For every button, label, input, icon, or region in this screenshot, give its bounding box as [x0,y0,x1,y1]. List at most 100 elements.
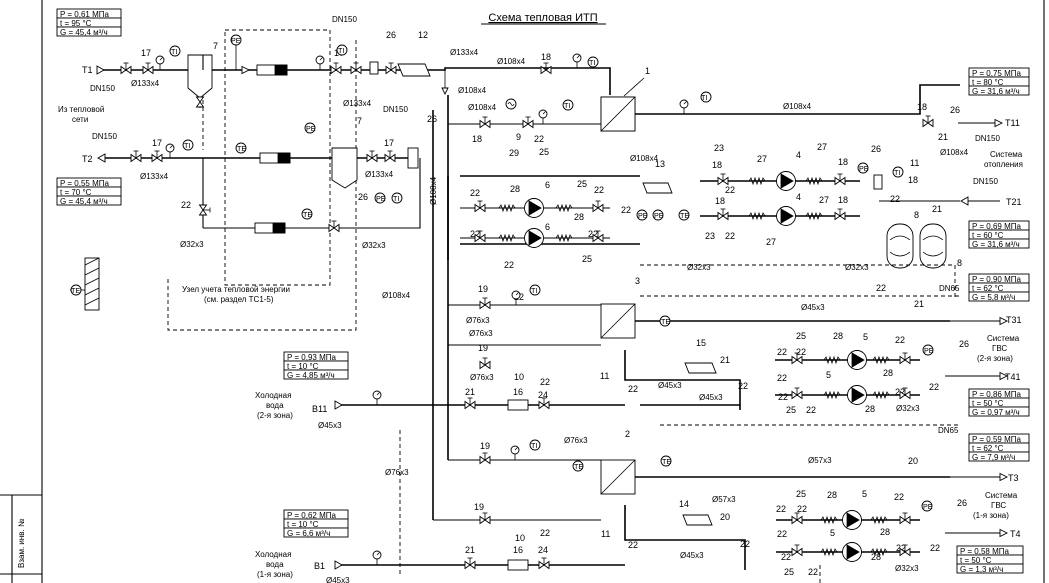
pipe-d108-e: Ø108x4 [468,103,497,112]
svg-text:1: 1 [645,66,650,76]
pipe-d108-c: Ø108x4 [458,86,487,95]
svg-text:22: 22 [796,347,806,357]
pipe-d32-f: Ø32x3 [895,564,919,573]
pipe-d32-b: Ø32x3 [362,241,386,250]
svg-text:21: 21 [465,545,475,555]
t1-code: Т1 [82,65,93,75]
inlet-b1: P = 0,62 МПа t = 10 °C G = 6,6 м³/ч Холо… [255,509,349,579]
svg-text:26: 26 [358,192,368,202]
svg-text:22: 22 [895,335,905,345]
svg-text:12: 12 [418,30,428,40]
svg-text:21: 21 [938,132,948,142]
pipe-d108-f: Ø108x4 [783,102,812,111]
pipe-d45-d: Ø45x3 [318,421,342,430]
pipe-d32-d: Ø32x3 [687,263,711,272]
svg-text:24: 24 [538,390,548,400]
svg-text:22: 22 [930,543,940,553]
t2-dn: DN150 [92,132,117,141]
node-label-2: (см. раздел ТС1-5) [204,295,274,304]
svg-text:23: 23 [714,143,724,153]
svg-text:26: 26 [427,114,437,124]
svg-text:6: 6 [545,222,550,232]
svg-text:13: 13 [655,159,665,169]
svg-text:16: 16 [513,387,523,397]
t1-pressure: P = 0,61 МПа [60,10,110,19]
svg-text:26: 26 [957,498,967,508]
pipe-d133-b: Ø133x4 [343,99,372,108]
svg-text:TI: TI [589,58,595,67]
svg-text:28: 28 [833,331,843,341]
svg-text:22: 22 [778,392,788,402]
svg-text:25: 25 [786,405,796,415]
t2-temp: t = 70 °C [60,188,92,197]
svg-text:18: 18 [908,175,918,185]
t21-code: Т21 [1006,197,1022,207]
pipe-d45-f: Ø45x3 [326,576,350,583]
pipe-d32-e: Ø32x3 [896,404,920,413]
t1-flow: G = 45,4 м³/ч [60,28,108,37]
svg-text:TE: TE [574,462,583,471]
svg-text:22: 22 [504,260,514,270]
svg-text:8: 8 [957,258,962,268]
svg-text:TI: TI [338,46,344,55]
svg-text:22: 22 [806,405,816,415]
svg-text:7: 7 [357,116,362,126]
svg-text:22: 22 [738,381,748,391]
svg-text:22: 22 [181,200,191,210]
svg-text:17: 17 [141,48,151,58]
svg-text:27: 27 [757,154,767,164]
t2-flow: G = 45,4 м³/ч [60,197,108,206]
outlet-t4: Система ГВС (1-я зона) Т4 P = 0,58 МПа t… [956,491,1024,574]
svg-text:17: 17 [384,138,394,148]
svg-text:26: 26 [959,339,969,349]
t41-title-3: (2-я зона) [977,354,1013,363]
svg-text:18: 18 [712,160,722,170]
svg-text:PE: PE [859,164,869,173]
svg-text:TI: TI [184,141,190,150]
svg-text:22: 22 [621,205,631,215]
svg-text:17: 17 [152,138,162,148]
pipe-d108-h: Ø108x4 [630,154,659,163]
svg-text:15: 15 [696,338,706,348]
t21-title-1: Система [990,150,1023,159]
t41-title-1: Система [987,334,1020,343]
svg-text:22: 22 [929,382,939,392]
svg-text:18: 18 [838,157,848,167]
svg-text:19: 19 [480,441,490,451]
svg-text:28: 28 [880,527,890,537]
t3-code: Т3 [1008,473,1019,483]
svg-text:PE: PE [638,211,648,220]
svg-text:TI: TI [531,441,537,450]
svg-text:TE: TE [303,210,312,219]
svg-text:10: 10 [514,372,524,382]
t11-flow: G = 31,6 м³/ч [972,87,1020,96]
metering-node-boundary: Узел учета тепловой энергии (см. раздел … [167,29,357,331]
pipe-d57-a: Ø57x3 [808,456,832,465]
pipe-d32-c: Ø32x3 [845,263,869,272]
svg-text:4: 4 [796,150,801,160]
svg-text:PE: PE [654,211,664,220]
svg-text:22: 22 [725,185,735,195]
diagram-title: Схема тепловая ИТП [488,12,597,24]
t21-title-2: отопления [984,160,1023,169]
svg-text:28: 28 [871,552,881,562]
t21-pressure: P = 0,69 МПа [972,222,1022,231]
t21-flow: G = 31,6 м³/ч [972,240,1020,249]
svg-text:18: 18 [917,102,927,112]
t31-pressure: P = 0,90 МПа [972,275,1022,284]
svg-text:PE: PE [306,124,316,133]
b1-title-2: вода [266,560,284,569]
svg-text:28: 28 [510,184,520,194]
outlet-t31: P = 0,90 МПа t = 62 °C G = 5,8 м³/ч Т31 [968,273,1030,325]
outlet-t41: Система ГВС (2-я зона) Т41 P = 0,86 МПа … [968,334,1030,417]
node-label-1: Узел учета тепловой энергии [182,285,290,294]
svg-text:2: 2 [625,429,630,439]
expansion-tanks: 88 [886,210,962,269]
svg-text:16: 16 [513,545,523,555]
t11-temp: t = 80 °C [972,78,1004,87]
svg-text:27: 27 [817,142,827,152]
pipe-d133-c: Ø133x4 [450,48,479,57]
svg-text:23: 23 [705,231,715,241]
b1-code: В1 [314,561,325,571]
pipe-d45-b: Ø45x3 [658,381,682,390]
